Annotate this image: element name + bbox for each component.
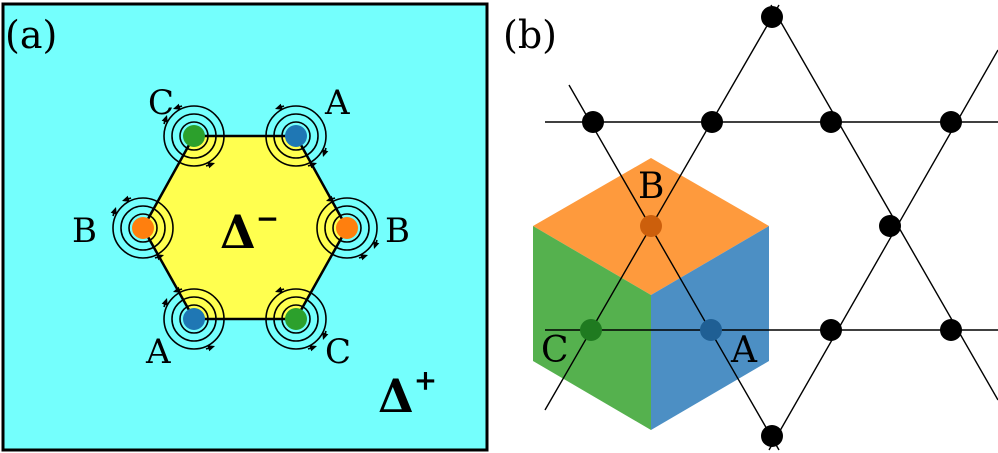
vertex-label-a: A — [730, 330, 758, 371]
site-b — [640, 215, 662, 237]
corner-label-c-top: C — [148, 83, 174, 123]
lattice-site — [761, 6, 783, 28]
core-b-left — [132, 217, 154, 239]
corner-label-a-bottom: A — [145, 332, 171, 372]
inner-delta-label: Δ− — [220, 202, 279, 259]
panel-a: (a) Δ− Δ+ — [1, 2, 489, 452]
lattice-site — [701, 111, 723, 133]
outer-delta-label: Δ+ — [378, 364, 437, 423]
cube-vertex-sites — [580, 215, 722, 341]
site-a — [700, 319, 722, 341]
vertex-label-c: C — [541, 330, 569, 371]
corner-labels: A B C A B C — [72, 83, 410, 372]
lattice-site — [761, 425, 783, 447]
corner-label-c-bottom: C — [325, 332, 351, 372]
panel-b: (b) — [503, 4, 998, 451]
panel-b-label: (b) — [503, 13, 557, 57]
core-b-right — [336, 217, 358, 239]
vortex-cores — [132, 125, 358, 330]
lattice-site — [820, 319, 842, 341]
circulation-arrows — [110, 103, 380, 352]
vertex-label-b: B — [638, 166, 664, 207]
core-a-bottom — [183, 308, 205, 330]
vortex-circulations — [112, 105, 378, 350]
lattice-site — [820, 111, 842, 133]
lattice-site — [582, 111, 604, 133]
lattice-site — [879, 215, 901, 237]
corner-label-a-top: A — [324, 83, 350, 123]
panel-a-label: (a) — [5, 13, 57, 57]
lattice-site — [940, 111, 962, 133]
site-c — [580, 319, 602, 341]
core-c-bottom — [285, 308, 307, 330]
core-a-top — [285, 125, 307, 147]
corner-label-b-left: B — [72, 211, 97, 251]
vertex-labels: B C A — [541, 166, 758, 371]
corner-label-b-right: B — [385, 211, 410, 251]
lattice-site — [940, 319, 962, 341]
lattice-sites — [582, 6, 962, 447]
core-c-top — [183, 125, 205, 147]
